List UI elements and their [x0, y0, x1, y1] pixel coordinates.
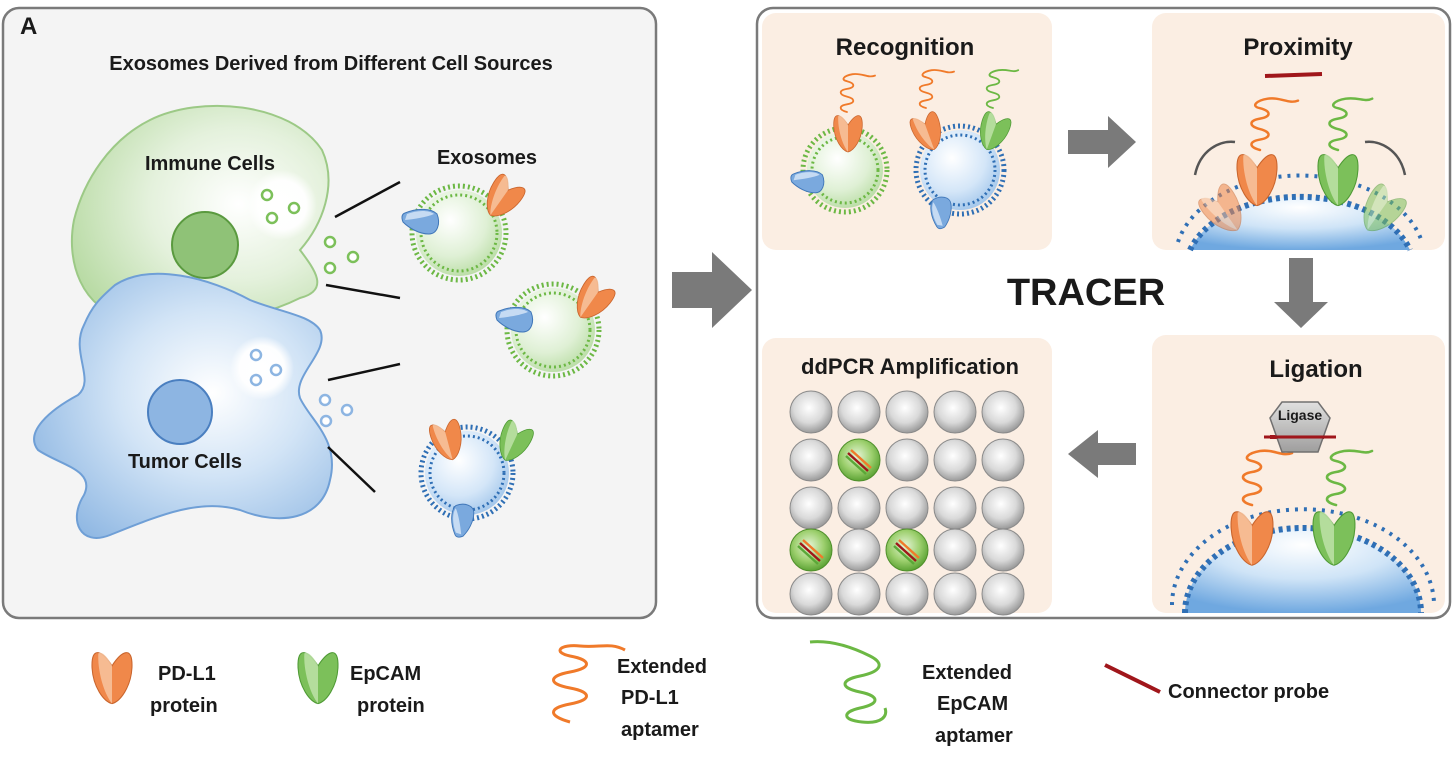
arrow-a-to-b: [672, 252, 752, 328]
legend-epcam-line2: protein: [357, 695, 425, 717]
ligation-label: Ligation: [1269, 356, 1362, 383]
legend-pdl1-aptamer-icon: [552, 644, 626, 724]
recognition-vesicle-blue: [907, 68, 1020, 231]
legend-connector-label: Connector probe: [1168, 681, 1329, 703]
legend-epcam-aptamer-line1: Extended: [922, 662, 1012, 684]
legend-epcam-aptamer-icon: [809, 640, 888, 724]
arrow-ligation-ddpcr: [1068, 430, 1136, 478]
ddpcr-label: ddPCR Amplification: [801, 354, 1019, 379]
tumor-exosome-dots: [249, 348, 354, 428]
tracer-label: TRACER: [1007, 272, 1165, 314]
legend-pdl1-line2: protein: [150, 695, 218, 717]
legend-epcam-aptamer-line3: aptamer: [935, 725, 1013, 747]
exosomes-label: Exosomes: [437, 147, 537, 169]
exosome-blue: [418, 417, 536, 538]
ddpcr-droplet-grid: [788, 390, 1025, 616]
tumor-vesicle-pocket: [230, 336, 294, 400]
arrow-recognition-proximity: [1068, 116, 1136, 168]
panel-a-title: Exosomes Derived from Different Cell Sou…: [109, 53, 552, 75]
legend-epcam-line1: EpCAM: [350, 663, 421, 685]
exosome-green-1: [401, 171, 528, 283]
legend-epcam-protein-icon: [297, 652, 339, 705]
legend-pdl1-line1: PD-L1: [158, 663, 216, 685]
proximity-label: Proximity: [1243, 34, 1353, 61]
recognition-label: Recognition: [836, 34, 975, 61]
legend-pdl1-aptamer-line1: Extended: [617, 656, 707, 678]
panel-a-letter: A: [20, 13, 37, 40]
legend: PD-L1 protein EpCAM protein Extended PD-…: [91, 640, 1329, 747]
ligation-illustration: [1170, 401, 1436, 614]
legend-pdl1-protein-icon: [91, 652, 133, 705]
ligase-label: Ligase: [1278, 407, 1323, 423]
proximity-illustration: [1176, 72, 1424, 252]
ligation-box: [1152, 335, 1445, 613]
tumor-cells-label: Tumor Cells: [128, 451, 242, 473]
tumor-nucleus: [147, 379, 213, 445]
legend-connector-icon: [1104, 663, 1161, 694]
immune-exosome-dots: [260, 188, 360, 275]
exosome-green-2: [495, 273, 618, 379]
legend-pdl1-aptamer-line3: aptamer: [621, 719, 699, 741]
callout-lines: [325, 180, 401, 493]
legend-pdl1-aptamer-line2: PD-L1: [621, 687, 679, 709]
immune-vesicle-pocket: [247, 170, 317, 240]
recognition-vesicle-green: [790, 73, 890, 215]
immune-cells-label: Immune Cells: [145, 153, 275, 175]
arrow-proximity-ligation: [1274, 258, 1328, 328]
immune-nucleus: [171, 211, 239, 279]
legend-epcam-aptamer-line2: EpCAM: [937, 693, 1008, 715]
